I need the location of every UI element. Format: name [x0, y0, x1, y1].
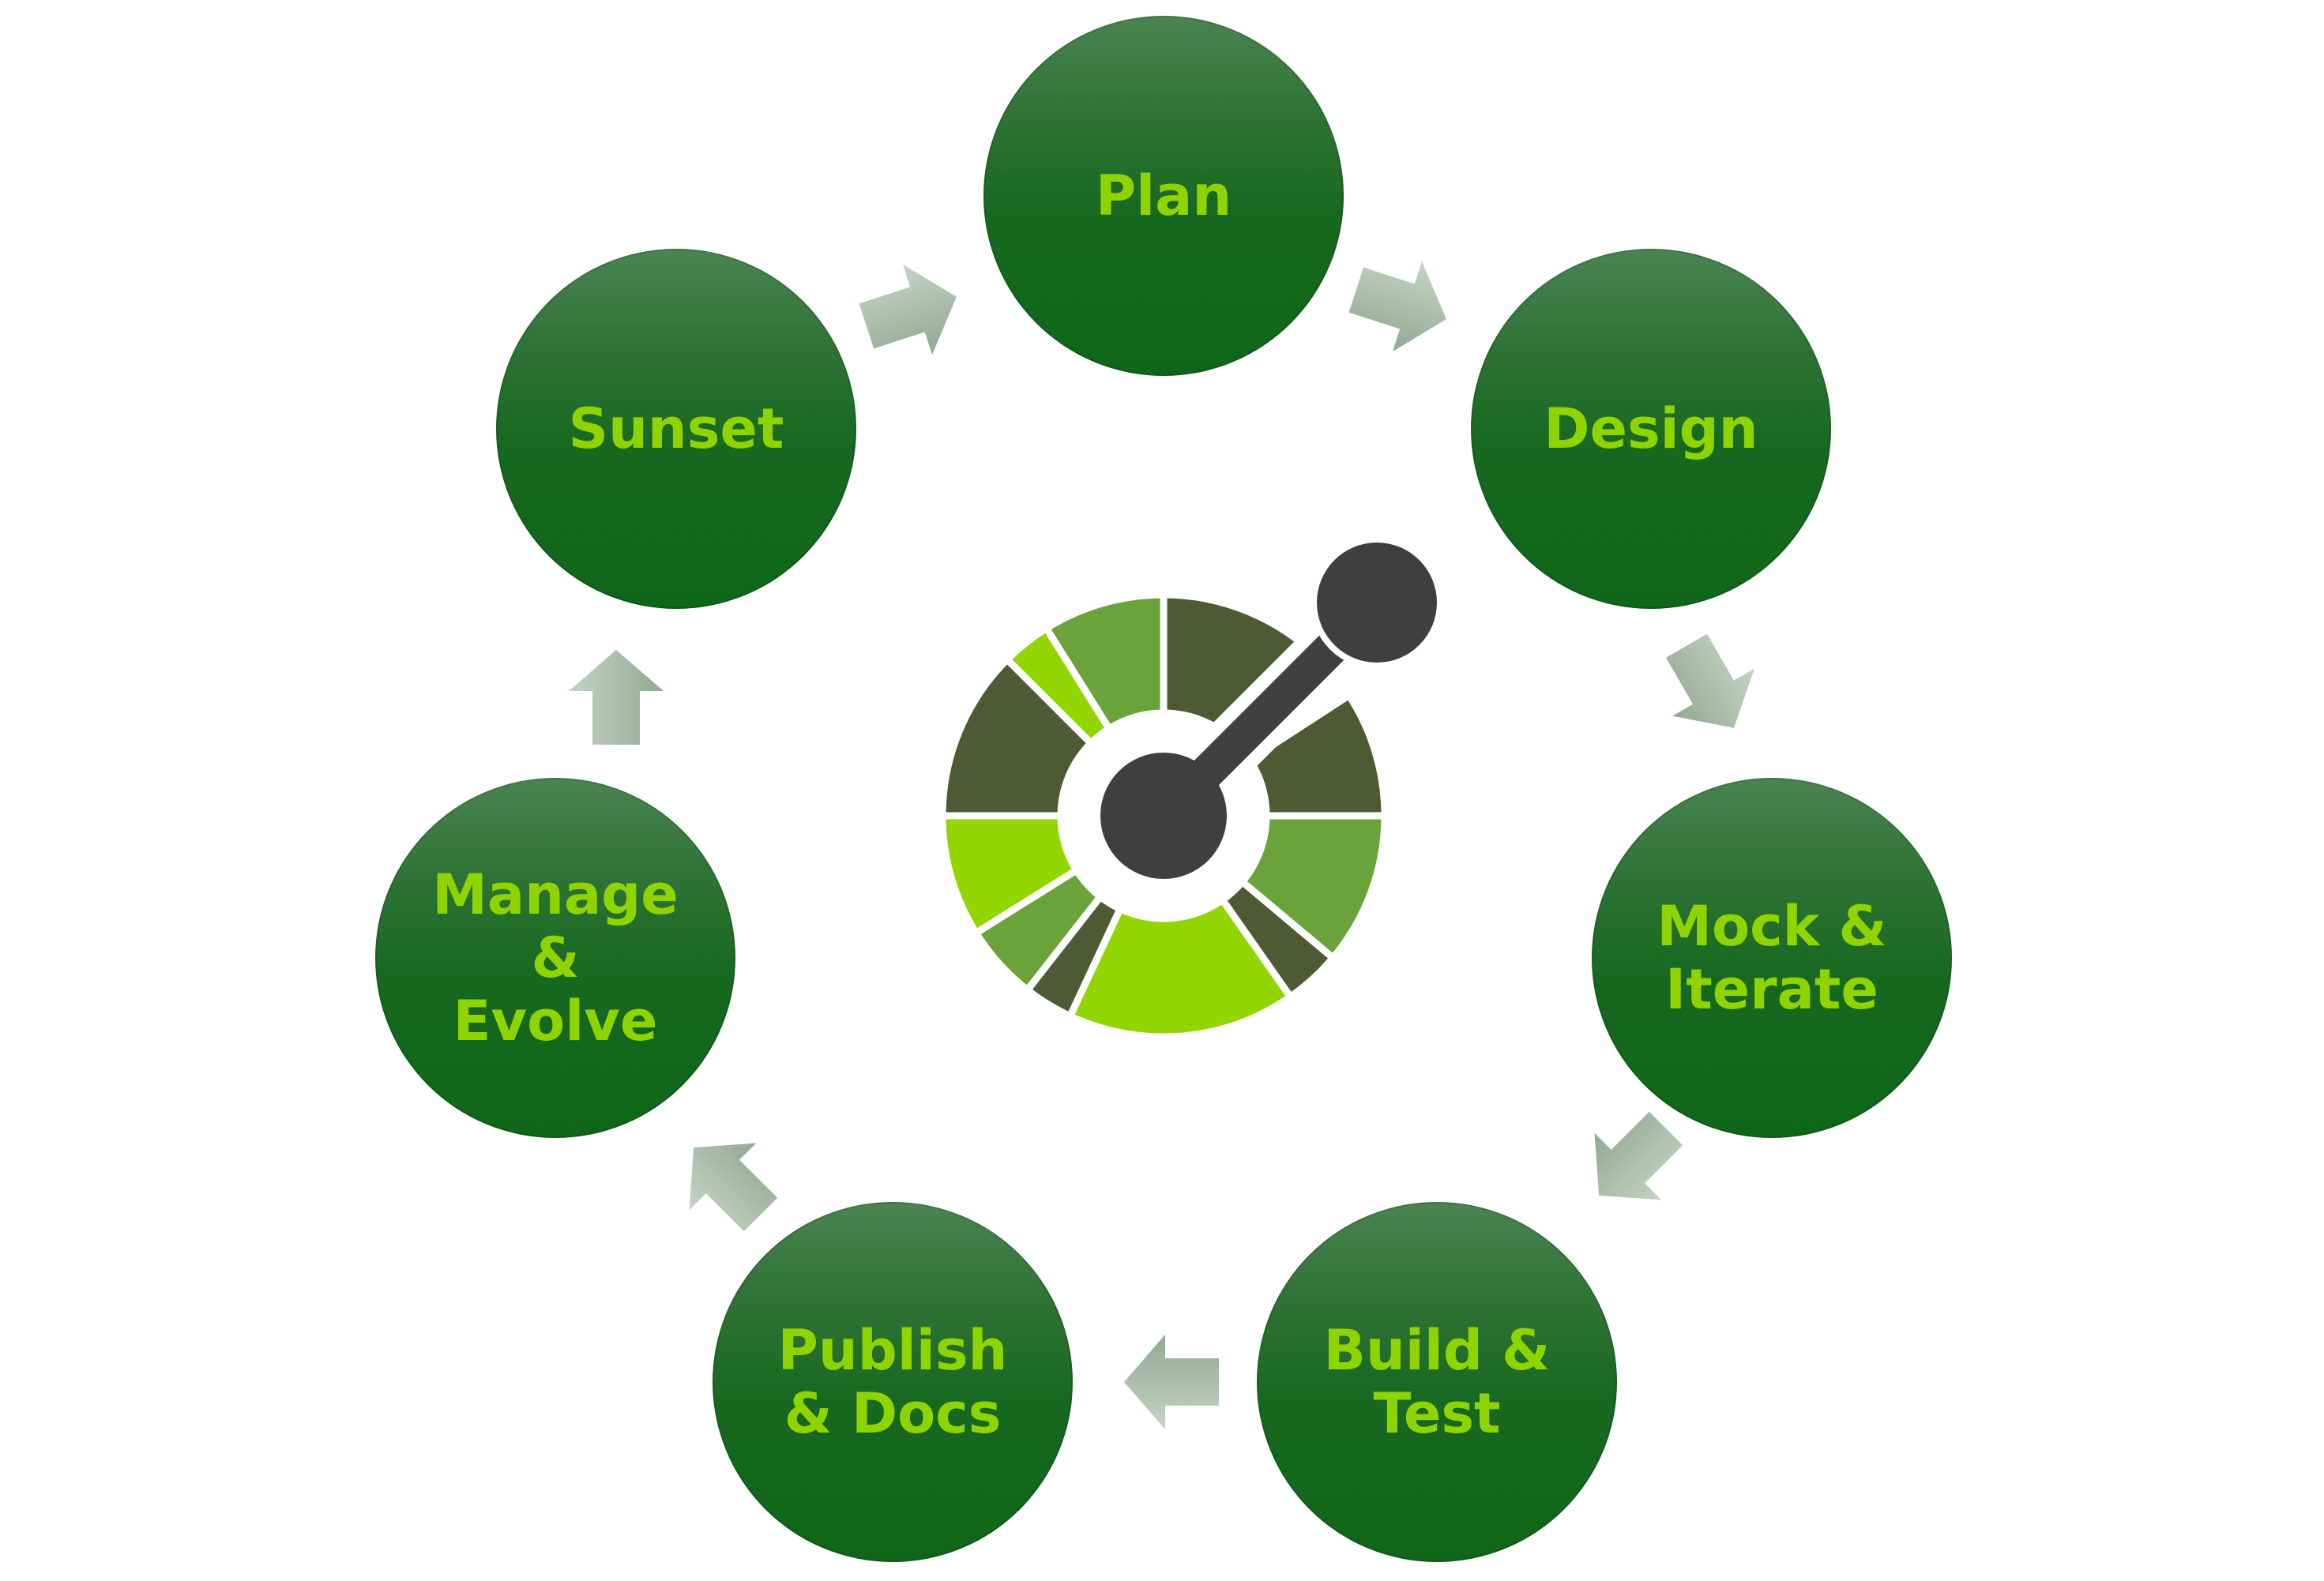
arrow-build-to-publish [1124, 1335, 1219, 1429]
stage-mock-iterate-label: Mock & Iterate [1657, 894, 1887, 1022]
arrow-design-to-mock [1666, 633, 1754, 728]
arrow-manage-to-sunset [569, 650, 664, 745]
stage-design: Design [1471, 249, 1831, 609]
stage-publish-docs: Publish & Docs [713, 1202, 1073, 1562]
stage-build-test-label: Build & Test [1323, 1318, 1551, 1446]
logo-ring-segment [1065, 895, 1295, 1041]
arrow-mock-to-build [1594, 1111, 1683, 1200]
arrow-sunset-to-plan [859, 264, 957, 355]
stage-publish-docs-label: Publish & Docs [777, 1318, 1008, 1446]
stage-build-test: Build & Test [1257, 1202, 1617, 1562]
stage-manage-evolve: Manage & Evolve [375, 778, 735, 1138]
arrow-publish-to-manage [689, 1143, 778, 1232]
stage-sunset: Sunset [496, 249, 856, 609]
logo-ring-segment [1041, 591, 1168, 734]
logo-ring-segment [938, 654, 1096, 820]
stage-manage-evolve-label: Manage & Evolve [432, 862, 679, 1053]
arrow-plan-to-design [1348, 261, 1446, 352]
stage-sunset-label: Sunset [568, 396, 784, 461]
stage-design-label: Design [1544, 396, 1758, 461]
openapi-logo-icon [938, 536, 1443, 1041]
stage-mock-iterate: Mock & Iterate [1592, 778, 1952, 1138]
stage-plan: Plan [983, 16, 1344, 376]
stage-plan-label: Plan [1095, 163, 1232, 228]
logo-ring-segment [1237, 812, 1389, 963]
